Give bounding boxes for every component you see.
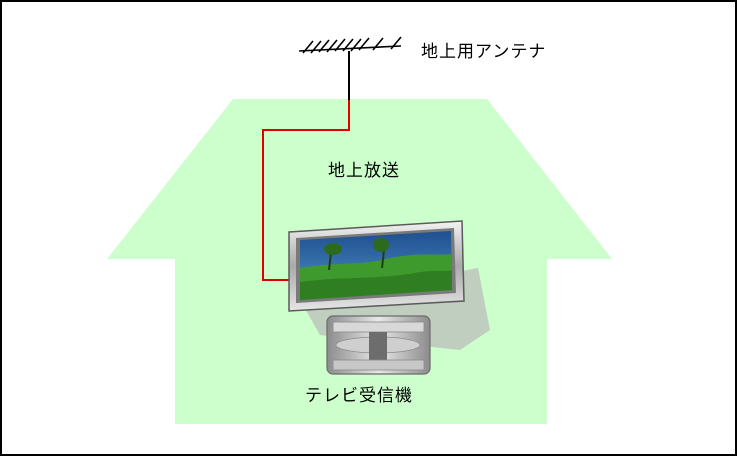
antenna-cable — [262, 100, 350, 281]
antenna-label: 地上用アンテナ — [421, 42, 547, 62]
tv-receiver-icon — [288, 220, 465, 375]
antenna-icon — [298, 36, 402, 54]
tv-receiver-label: テレビ受信機 — [305, 386, 413, 406]
broadcast-label: 地上放送 — [328, 161, 400, 181]
